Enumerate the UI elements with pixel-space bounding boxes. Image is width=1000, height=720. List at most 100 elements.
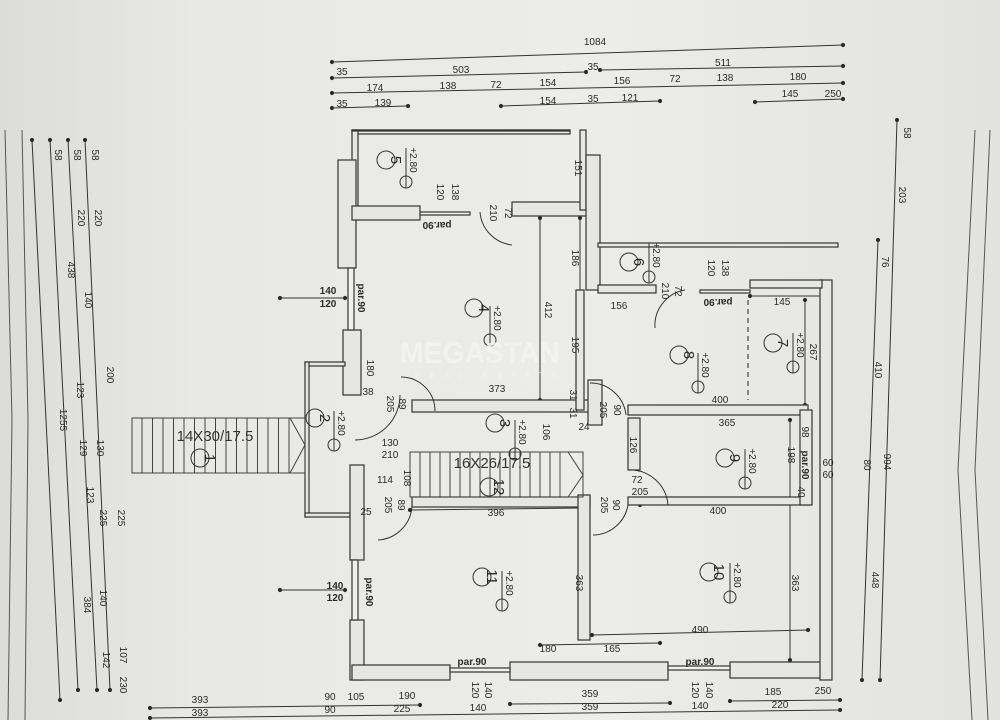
dimension-line [539, 642, 661, 646]
dimension-line [331, 44, 844, 63]
wall [351, 664, 451, 681]
room-number-circle [669, 345, 689, 365]
room-number-circle [699, 562, 719, 582]
room-number-circle [479, 477, 499, 497]
dimension-line [879, 119, 898, 681]
wall [749, 279, 823, 289]
interior-dimension: 120 [689, 682, 700, 699]
dimension-lines [29, 42, 900, 720]
interior-dimension: 90 [610, 499, 621, 511]
interior-dimension: 60 [822, 470, 834, 481]
window [351, 559, 359, 621]
dimension-line [729, 699, 841, 702]
interior-dimension: 205 [597, 402, 608, 419]
dimension-label: 1255 [57, 409, 68, 432]
dimension-tick [747, 293, 753, 299]
interior-dimension: 363 [789, 575, 800, 592]
wall [627, 404, 809, 416]
dimension-label: 35 [587, 62, 599, 73]
interior-dimension: 120 [327, 593, 344, 604]
dimension-tick [65, 137, 71, 143]
interior-dimension: par.90 [799, 451, 810, 480]
dimension-tick [877, 677, 883, 683]
dimension-tick [29, 137, 35, 143]
interior-dimension: par.90 [703, 296, 732, 307]
dimension-label: 145 [782, 89, 799, 100]
interior-dimension: 72 [502, 207, 513, 219]
watermark-sub: REAL ESTATE [415, 371, 567, 380]
interior-dimension: 90 [611, 404, 622, 416]
room-number-circle [619, 252, 639, 272]
interior-dimension: 106 [540, 424, 551, 441]
interior-dimension: 195 [569, 337, 580, 354]
interior-dimension: 31 [567, 407, 578, 419]
dimension-line [861, 239, 879, 681]
stair-arrow [289, 417, 306, 474]
dimension-line [500, 100, 661, 107]
room-number: 7 [774, 339, 791, 347]
dimension-tick [583, 69, 589, 75]
dimension-label: 410 [872, 362, 883, 379]
interior-dimension: par.90 [422, 219, 451, 230]
dimension-label: 220 [92, 210, 103, 227]
dimension-line [754, 98, 844, 103]
dimension-label: 140 [692, 701, 709, 712]
dimension-label: 384 [81, 597, 92, 614]
dimension-tick [329, 59, 335, 65]
dimension-tick [342, 587, 348, 593]
dimension-tick [727, 698, 733, 704]
wall [577, 494, 591, 641]
wall [627, 496, 811, 506]
room-number-circle [305, 408, 325, 428]
window [419, 211, 471, 216]
dimension-tick [802, 297, 808, 303]
room-number-circle [190, 448, 210, 468]
dimension-label: 250 [825, 89, 842, 100]
interior-dimension: 72 [672, 285, 683, 297]
dimension-label: 250 [815, 686, 832, 697]
door-swing [589, 382, 627, 416]
dimension-line [331, 71, 587, 79]
wall [411, 399, 591, 413]
dimension-tick [752, 99, 758, 105]
dimension-line [67, 139, 98, 691]
interior-dimension: 38 [362, 387, 374, 398]
wall [411, 496, 591, 508]
interior-dimension: 140 [320, 286, 337, 297]
wall [819, 279, 833, 681]
interior-dimension: par.90 [458, 657, 487, 668]
dimension-label: 123 [74, 382, 85, 399]
dimension-label: 225 [394, 704, 411, 715]
wall [587, 379, 603, 426]
dimension-label: 90 [324, 692, 336, 703]
dimension-tick [859, 677, 865, 683]
dimension-label: 185 [765, 687, 782, 698]
dimension-line [331, 82, 844, 94]
interior-dimension: 126 [627, 437, 638, 454]
dimension-label: 138 [440, 81, 457, 92]
interior-dimension: 400 [712, 395, 729, 406]
room-level: +2.80 [407, 147, 418, 173]
dimension-tick [405, 103, 411, 109]
interior-dimension: 373 [489, 384, 506, 395]
wall [799, 409, 813, 506]
wall [597, 284, 657, 294]
window [699, 289, 751, 294]
dimension-label: 107 [117, 647, 128, 664]
room-number-circle [472, 567, 492, 587]
interior-dimension: 363 [573, 575, 584, 592]
interior-dimension: 120 [469, 682, 480, 699]
interior-dimension: 490 [692, 625, 709, 636]
interior-dimension: 165 [604, 644, 621, 655]
dimension-tick [47, 137, 53, 143]
dimension-line [331, 105, 409, 109]
dimension-label: 200 [104, 367, 115, 384]
dimension-tick [787, 657, 793, 663]
interior-dimension: 267 [807, 344, 818, 361]
wall [597, 242, 839, 248]
dimension-tick [840, 96, 846, 102]
dimension-line [409, 507, 581, 511]
window [347, 267, 355, 331]
door-swing [654, 289, 686, 329]
